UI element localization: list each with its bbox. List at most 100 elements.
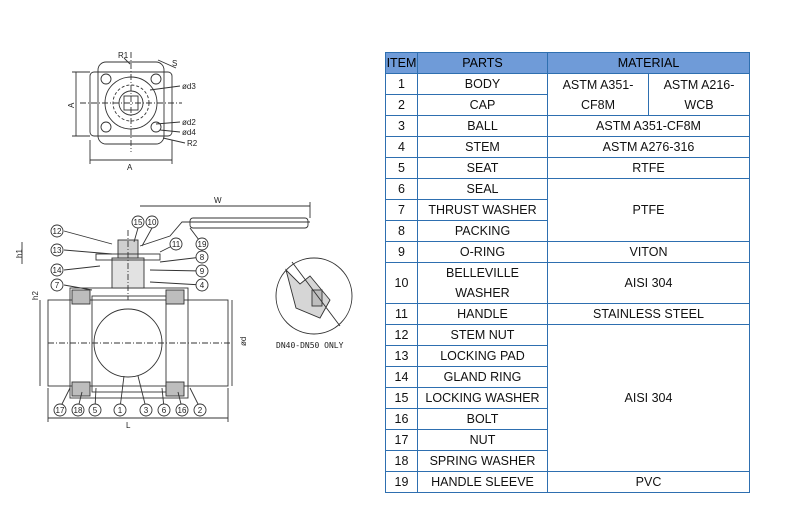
detail-caption: DN40-DN50 ONLY <box>276 341 344 350</box>
part-cell: PACKING <box>417 220 548 242</box>
item-cell: 5 <box>385 157 418 179</box>
balloon-10: 10 <box>148 218 157 227</box>
item-cell: 1 <box>385 73 418 95</box>
material-cell: PTFE <box>547 178 750 242</box>
balloon-15: 15 <box>134 218 143 227</box>
material-cell: STAINLESS STEEL <box>547 303 750 325</box>
label-h2: h2 <box>31 291 40 300</box>
part-cell: STEM <box>417 136 548 158</box>
part-cell: O-RING <box>417 241 548 263</box>
item-cell: 12 <box>385 324 418 346</box>
balloon-4: 4 <box>200 281 205 290</box>
table-header-row: ITEM PARTS MATERIAL <box>385 52 750 74</box>
balloon-18: 18 <box>74 406 83 415</box>
balloons-lower <box>53 403 207 417</box>
item-cell: 11 <box>385 303 418 325</box>
part-cell: GLAND RING <box>417 366 548 388</box>
part-cell: HANDLE <box>417 303 548 325</box>
balloons-upper <box>50 215 209 292</box>
table-row: 13 LOCKING PAD <box>385 345 750 367</box>
material-cell: AISI 304 <box>547 324 750 472</box>
label-r1: R1 <box>118 51 129 60</box>
item-cell: 9 <box>385 241 418 263</box>
valve-drawing: R1 S ød3 ød2 ød4 R2 A A W h1 h2 ød L DN4… <box>15 51 353 430</box>
table-row: 4 STEM ASTM A276-316 <box>385 136 750 158</box>
material-text: ASTM A351- <box>562 77 634 92</box>
material-cell: PVC <box>547 471 750 493</box>
part-cell: LOCKING PAD <box>417 345 548 367</box>
part-text: WASHER <box>455 286 510 300</box>
part-cell: NUT <box>417 429 548 451</box>
part-cell: SPRING WASHER <box>417 450 548 472</box>
material-cell: ASTM A276-316 <box>547 136 750 158</box>
label-w: W <box>214 196 222 205</box>
item-cell: 18 <box>385 450 418 472</box>
label-h1: h1 <box>15 249 24 258</box>
table-row: 7 THRUST WASHER <box>385 199 750 221</box>
item-cell: 6 <box>385 178 418 200</box>
label-d2: ød2 <box>182 118 196 127</box>
item-cell: 16 <box>385 408 418 430</box>
material-cell: RTFE <box>547 157 750 179</box>
table-row: 10 BELLEVILLE WASHER AISI 304 <box>385 262 750 304</box>
material-text: CF8M <box>580 97 616 112</box>
balloon-1: 1 <box>118 406 123 415</box>
table-row: 11 HANDLE STAINLESS STEEL <box>385 303 750 325</box>
material-text: WCB <box>684 97 714 112</box>
item-cell: 7 <box>385 199 418 221</box>
label-s: S <box>172 59 177 68</box>
part-cell: BELLEVILLE WASHER <box>417 262 548 304</box>
balloon-19: 19 <box>198 240 207 249</box>
balloon-5: 5 <box>93 406 98 415</box>
balloon-14: 14 <box>53 266 62 275</box>
header-material: MATERIAL <box>547 52 750 74</box>
item-cell: 19 <box>385 471 418 493</box>
item-cell: 8 <box>385 220 418 242</box>
label-d4: ød4 <box>182 128 196 137</box>
header-item: ITEM <box>385 52 418 74</box>
detail-view <box>275 257 353 335</box>
balloon-8: 8 <box>200 253 205 262</box>
balloon-11: 11 <box>172 240 181 249</box>
table-row: 9 O-RING VITON <box>385 241 750 263</box>
table-row: 16 BOLT <box>385 408 750 430</box>
part-cell: BOLT <box>417 408 548 430</box>
item-cell: 3 <box>385 115 418 137</box>
part-cell: CAP <box>417 94 548 116</box>
material-cell: AISI 304 <box>547 262 750 304</box>
top-view-flange <box>72 52 186 164</box>
item-cell: 13 <box>385 345 418 367</box>
item-cell: 2 <box>385 94 418 116</box>
balloon-16: 16 <box>178 406 187 415</box>
label-a-horizontal: A <box>127 163 133 172</box>
balloon-9: 9 <box>200 267 205 276</box>
part-cell: BODY <box>417 73 548 95</box>
part-cell: LOCKING WASHER <box>417 387 548 409</box>
table-row: 5 SEAT RTFE <box>385 157 750 179</box>
material-cell: VITON <box>547 241 750 263</box>
material-cell: ASTM A351-CF8M <box>547 115 750 137</box>
item-cell: 14 <box>385 366 418 388</box>
part-cell: STEM NUT <box>417 324 548 346</box>
item-cell: 4 <box>385 136 418 158</box>
balloon-7: 7 <box>55 281 60 290</box>
table-row: 17 NUT <box>385 429 750 451</box>
table-row: 15 LOCKING WASHER <box>385 387 750 409</box>
header-parts: PARTS <box>417 52 548 74</box>
label-l: L <box>126 421 131 430</box>
balloon-13: 13 <box>53 246 62 255</box>
item-cell: 17 <box>385 429 418 451</box>
part-text: BELLEVILLE <box>446 266 519 280</box>
item-cell: 15 <box>385 387 418 409</box>
table-row: 6 SEAL PTFE <box>385 178 750 242</box>
side-view-valve <box>21 202 311 422</box>
material-cell-b: ASTM A216- WCB <box>648 73 750 116</box>
balloon-12: 12 <box>53 227 62 236</box>
balloon-3: 3 <box>144 406 149 415</box>
material-cell-a: ASTM A351- CF8M <box>547 73 649 116</box>
label-d: ød <box>239 337 248 346</box>
part-cell: HANDLE SLEEVE <box>417 471 548 493</box>
label-r2: R2 <box>187 139 198 148</box>
item-cell: 10 <box>385 262 418 304</box>
balloon-6: 6 <box>162 406 167 415</box>
